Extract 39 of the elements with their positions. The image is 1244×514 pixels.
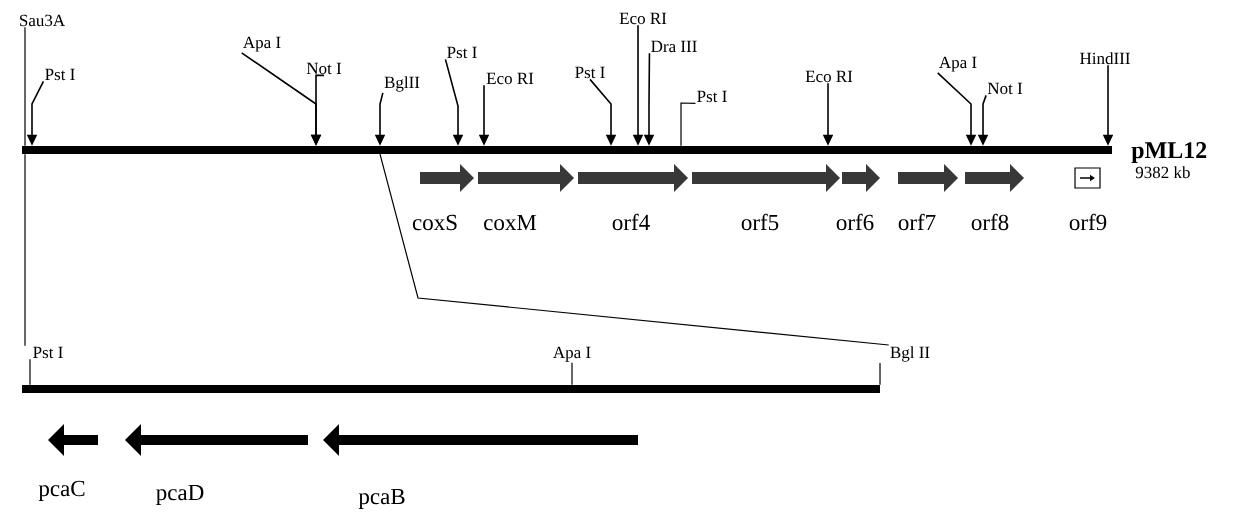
leader-line bbox=[24, 26, 26, 147]
site-label: Eco RI bbox=[619, 12, 667, 25]
site-label: Not I bbox=[987, 82, 1023, 95]
gene-label: coxS bbox=[412, 214, 457, 231]
site-label: Pst I bbox=[575, 66, 605, 79]
leader-line bbox=[29, 358, 31, 386]
gene-label: orf6 bbox=[836, 213, 874, 231]
gene-label: orf7 bbox=[898, 213, 936, 231]
site-label: HindIII bbox=[1080, 52, 1130, 65]
plasmid-size: 9382 kb bbox=[1135, 166, 1190, 179]
site-label: BglII bbox=[384, 76, 420, 92]
plasmid-name: pML12 bbox=[1131, 142, 1207, 164]
site-label: Eco RI bbox=[486, 72, 534, 85]
site-label: Bgl II bbox=[890, 346, 930, 362]
leader-line bbox=[680, 102, 697, 147]
gene-label: pcaD bbox=[156, 484, 204, 505]
site-label: Pst I bbox=[33, 346, 63, 359]
site-label: Pst I bbox=[45, 68, 75, 81]
gene-label: orf8 bbox=[971, 213, 1009, 231]
gene-label: pcaB bbox=[358, 488, 405, 509]
leader-line bbox=[379, 153, 890, 346]
site-label: Not I bbox=[306, 62, 342, 75]
gene-label: orf9 bbox=[1069, 213, 1107, 231]
gene-label: orf5 bbox=[741, 213, 779, 231]
site-label: Sau3A bbox=[20, 14, 65, 27]
leader-line bbox=[24, 153, 26, 347]
leader-line bbox=[571, 362, 573, 386]
site-label: Apa I bbox=[939, 56, 977, 72]
site-label: Pst I bbox=[447, 46, 477, 59]
site-label: Apa I bbox=[243, 36, 281, 52]
site-label: Eco RI bbox=[805, 70, 853, 83]
map-bar bbox=[22, 385, 880, 393]
site-label: Apa I bbox=[553, 346, 591, 362]
gene-label: pcaC bbox=[38, 480, 85, 501]
leader-line bbox=[879, 362, 881, 386]
site-label: Pst I bbox=[697, 90, 727, 103]
site-label: Dra III bbox=[651, 40, 697, 53]
gene-label: orf4 bbox=[612, 213, 650, 231]
gene-label: coxM bbox=[484, 214, 537, 231]
